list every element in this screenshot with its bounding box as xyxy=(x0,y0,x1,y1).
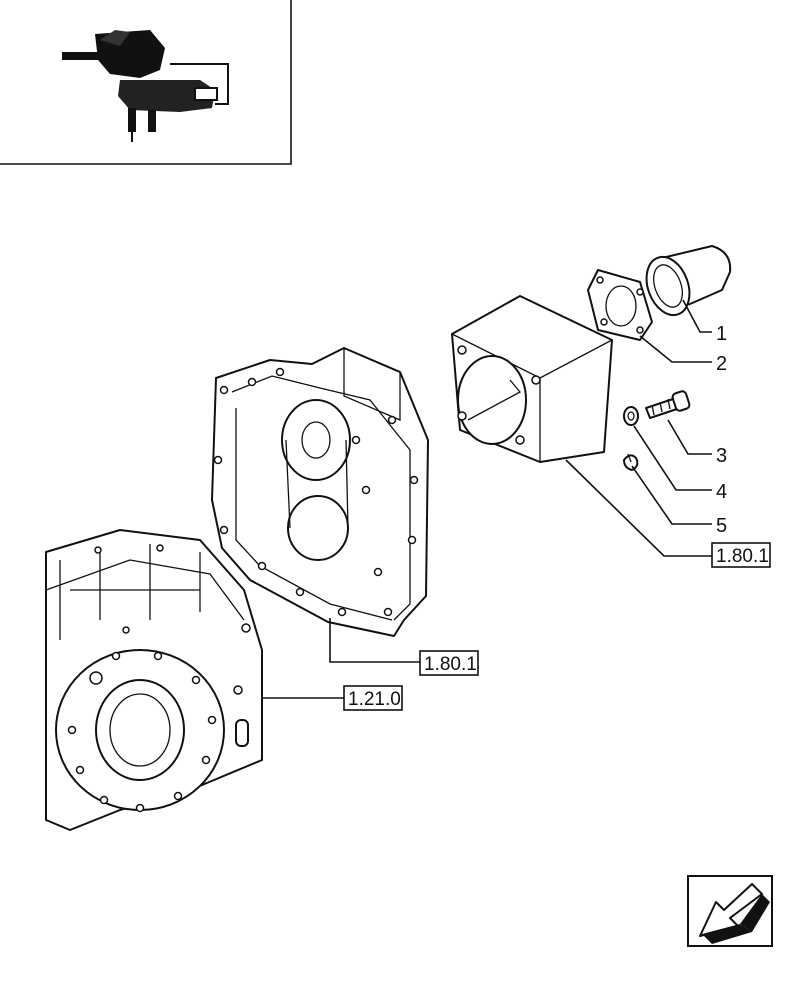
part-5-lock-washer xyxy=(623,453,639,471)
callout-1: 1 xyxy=(716,323,727,345)
callout-2: 2 xyxy=(716,353,727,375)
locator-frame xyxy=(0,0,292,165)
svg-text:1.21.0: 1.21.0 xyxy=(348,689,401,710)
part-4-washer xyxy=(623,406,639,426)
tractor-locator-thumbnail-icon xyxy=(62,30,229,142)
reference-box-cover[interactable]: 1.80.1 xyxy=(711,542,771,568)
callout-4: 4 xyxy=(716,481,727,503)
gear-housing xyxy=(211,347,429,637)
cover-housing xyxy=(451,295,614,463)
svg-text:1.80.1: 1.80.1 xyxy=(716,546,769,567)
transmission-case xyxy=(45,529,263,831)
callout-5: 5 xyxy=(716,515,727,537)
callout-3: 3 xyxy=(716,445,727,467)
reference-box-gear-housing[interactable]: 1.80.1 xyxy=(419,650,479,676)
svg-text:1.80.1: 1.80.1 xyxy=(424,654,477,675)
part-2-gasket xyxy=(587,269,653,341)
previous-page-arrow-icon[interactable] xyxy=(687,875,773,947)
part-1-sleeve xyxy=(645,245,732,317)
leader-lines xyxy=(262,299,712,699)
reference-box-transmission-case[interactable]: 1.21.0 xyxy=(343,685,403,711)
part-3-bolt xyxy=(645,390,691,419)
